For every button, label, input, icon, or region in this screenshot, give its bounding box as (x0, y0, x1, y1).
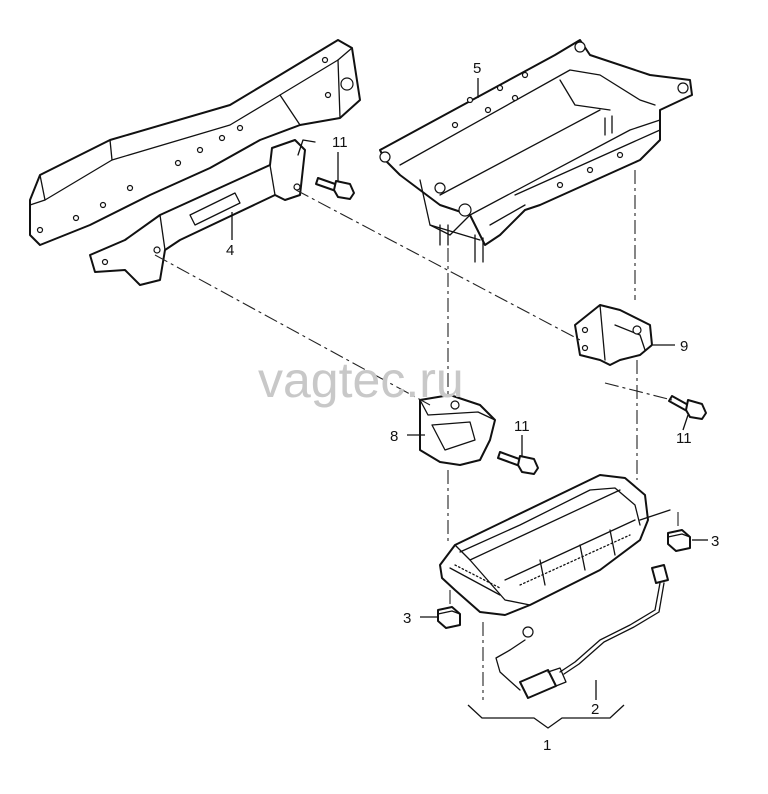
wiring-harness-part-2 (495, 564, 669, 699)
bolt-part-11-center (497, 451, 539, 475)
bolt-part-11-right (668, 395, 707, 420)
callout-3-left: 3 (403, 610, 411, 627)
callout-11-center: 11 (514, 418, 530, 435)
nut-part-3-right (667, 529, 691, 552)
bolt-part-11-upper (315, 177, 355, 200)
cross-member-beam (29, 39, 361, 246)
callout-8: 8 (390, 428, 398, 445)
bracket-part-4 (89, 139, 316, 286)
callout-2: 2 (591, 701, 599, 718)
leader-lines (231, 78, 708, 729)
callout-5: 5 (473, 60, 481, 77)
nut-part-3-left (437, 606, 461, 629)
watermark: vagtec.ru (258, 352, 464, 408)
callout-9: 9 (680, 338, 688, 355)
callout-11-upper: 11 (332, 134, 348, 151)
retaining-frame-part-5 (379, 39, 693, 263)
bracket-part-8 (419, 394, 496, 466)
callout-3-right: 3 (711, 533, 719, 550)
bracket-part-9 (574, 304, 653, 366)
callout-4: 4 (226, 242, 234, 259)
callout-11-right: 11 (676, 430, 692, 447)
alignment-lines (154, 170, 679, 700)
callout-1: 1 (543, 737, 551, 754)
airbag-module-part-1 (439, 474, 671, 616)
